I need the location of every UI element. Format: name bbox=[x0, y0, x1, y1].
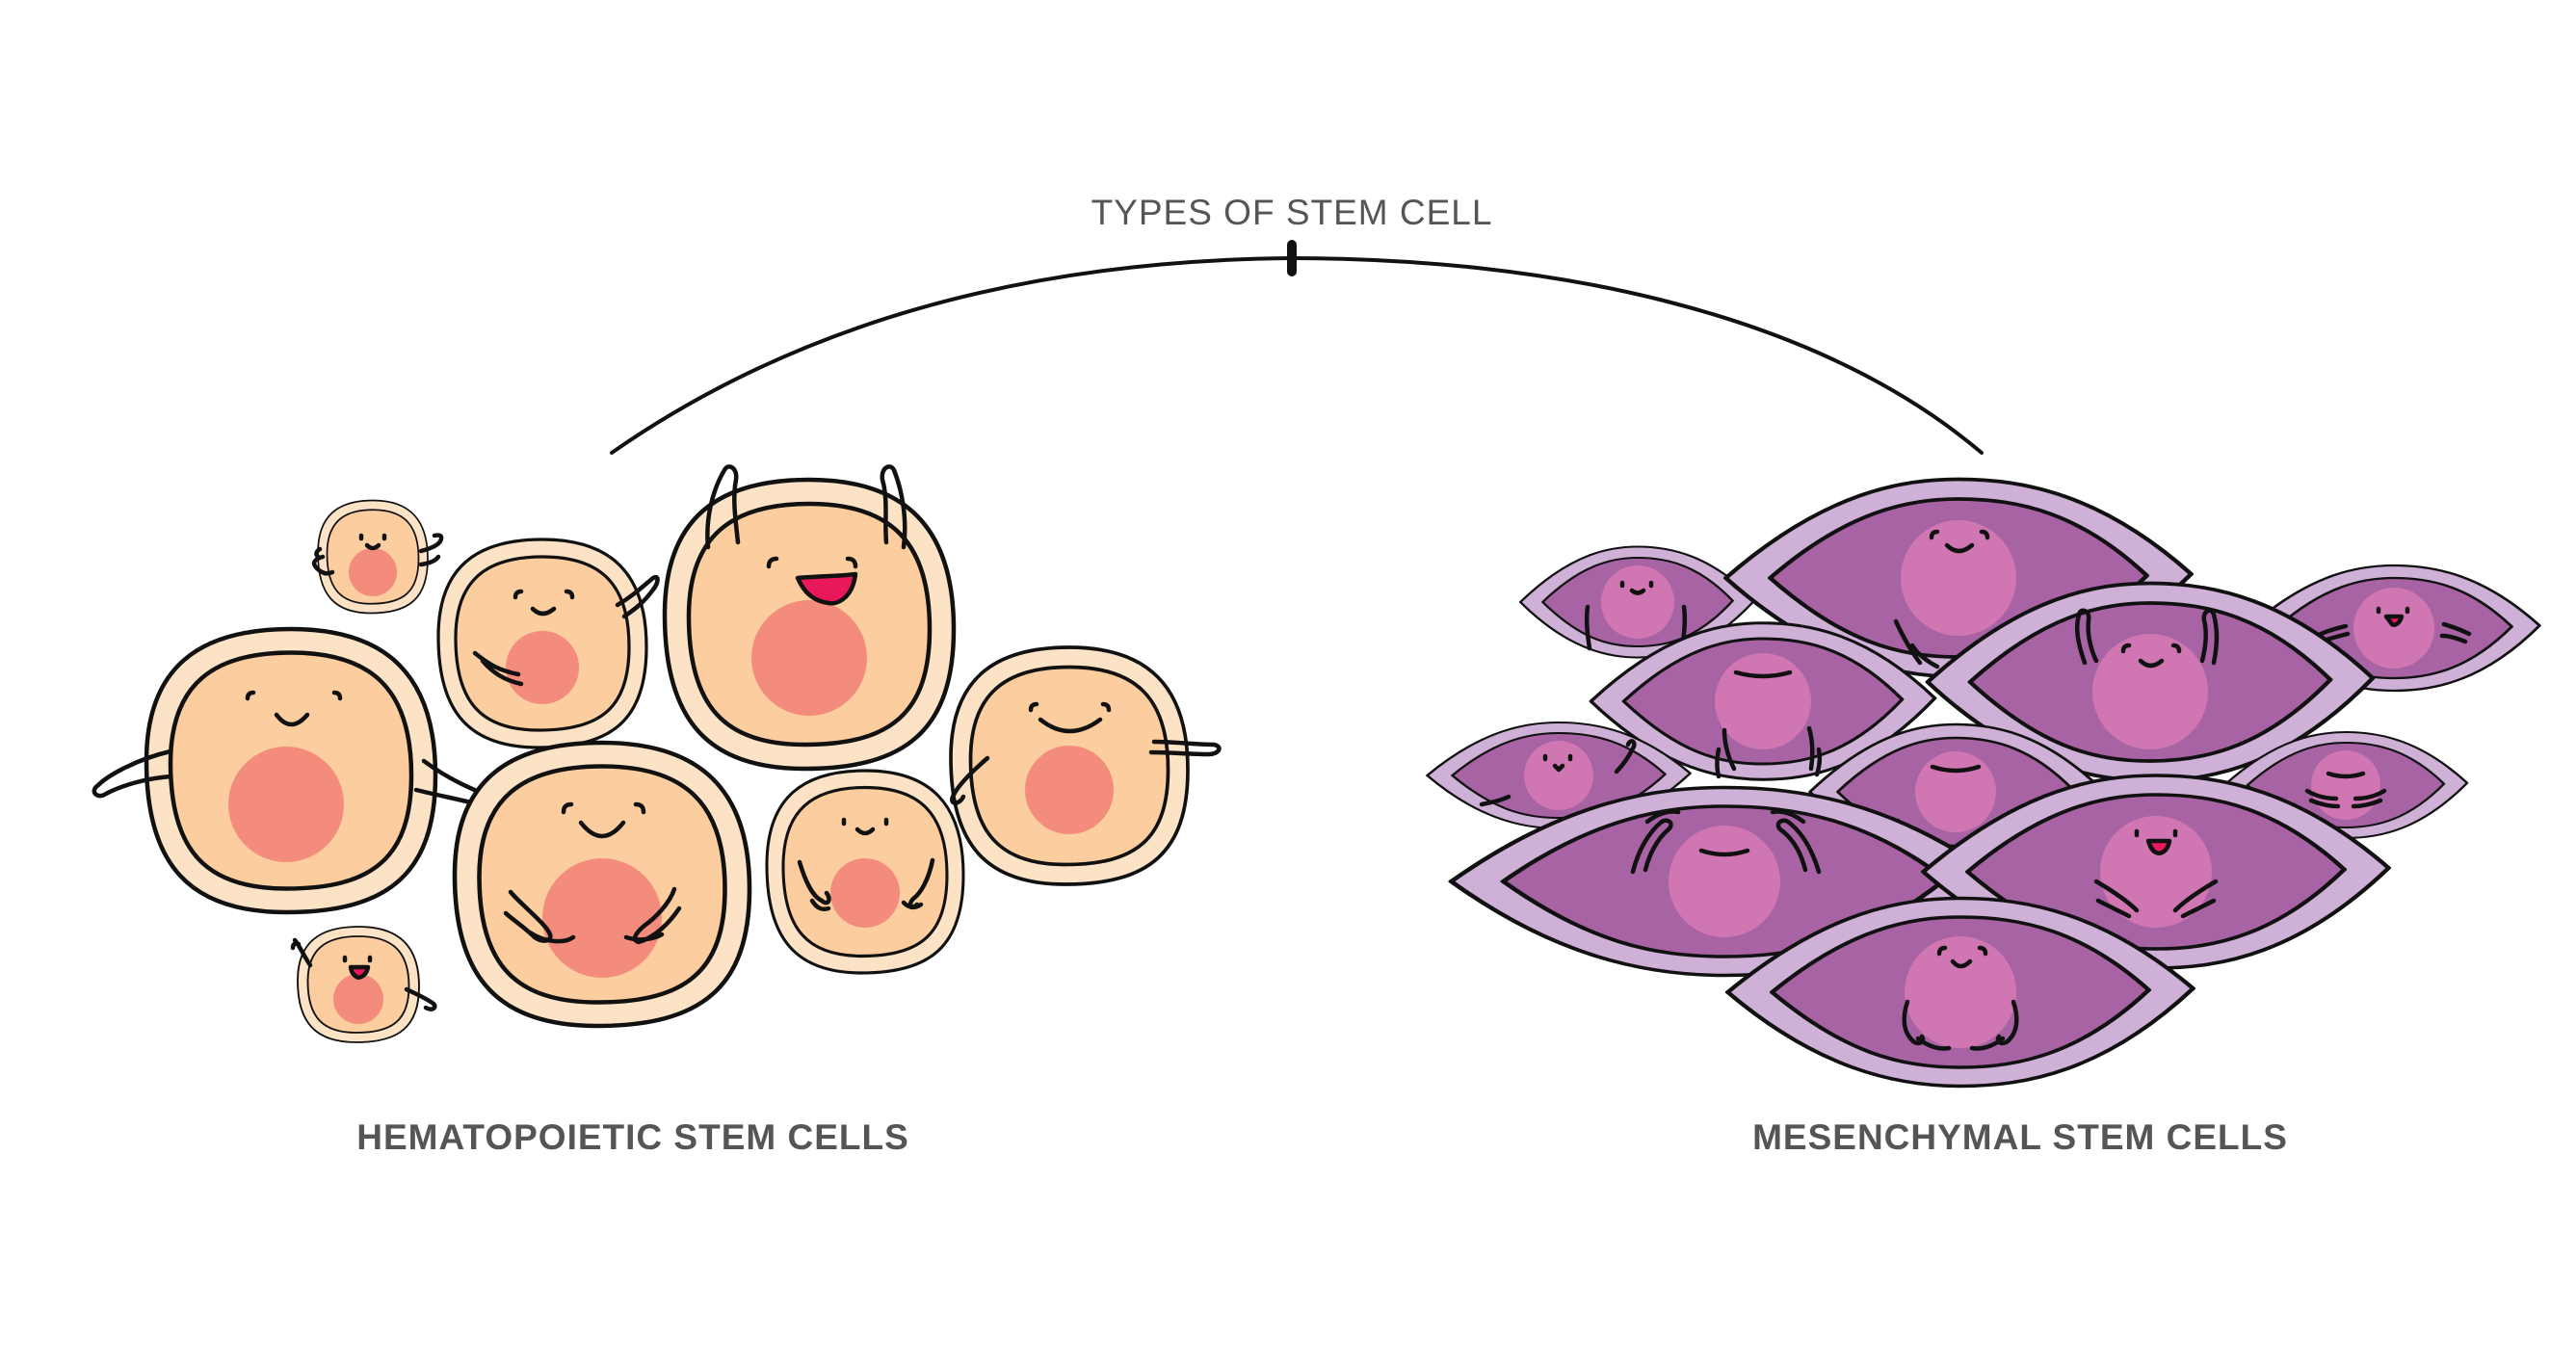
mesenchymal-stem-cells-label: MESENCHYMAL STEM CELLS bbox=[1752, 1117, 2288, 1157]
smiling-round-cell-icon bbox=[92, 629, 494, 912]
hematopoietic-stem-cells-label: HEMATOPOIETIC STEM CELLS bbox=[356, 1117, 909, 1157]
diagram-title: TYPES OF STEM CELL bbox=[1091, 193, 1493, 232]
branch-arc bbox=[610, 255, 1984, 455]
mesenchymal-cell-cluster bbox=[1426, 480, 2541, 1087]
smiling-round-cell-icon bbox=[311, 499, 444, 615]
smiling-round-cell-icon bbox=[455, 743, 749, 1026]
smiling-spindle-cell-icon bbox=[1928, 584, 2373, 781]
smiling-spindle-cell-icon bbox=[1924, 775, 2389, 968]
smiling-round-cell-icon bbox=[665, 464, 954, 769]
smiling-spindle-cell-icon bbox=[1589, 620, 1937, 782]
smiling-round-cell-icon bbox=[949, 645, 1222, 886]
smiling-spindle-cell-icon bbox=[1426, 721, 1692, 830]
smiling-round-cell-icon bbox=[436, 538, 660, 749]
smiling-spindle-cell-icon bbox=[2222, 730, 2469, 840]
smiling-spindle-cell-icon bbox=[1452, 788, 1998, 976]
smiling-spindle-cell-icon bbox=[2247, 564, 2541, 693]
smiling-spindle-cell-icon bbox=[1728, 899, 2194, 1087]
hematopoietic-cell-cluster bbox=[92, 464, 1222, 1043]
smiling-round-cell-icon bbox=[290, 926, 437, 1043]
smiling-round-cell-icon bbox=[765, 769, 965, 975]
